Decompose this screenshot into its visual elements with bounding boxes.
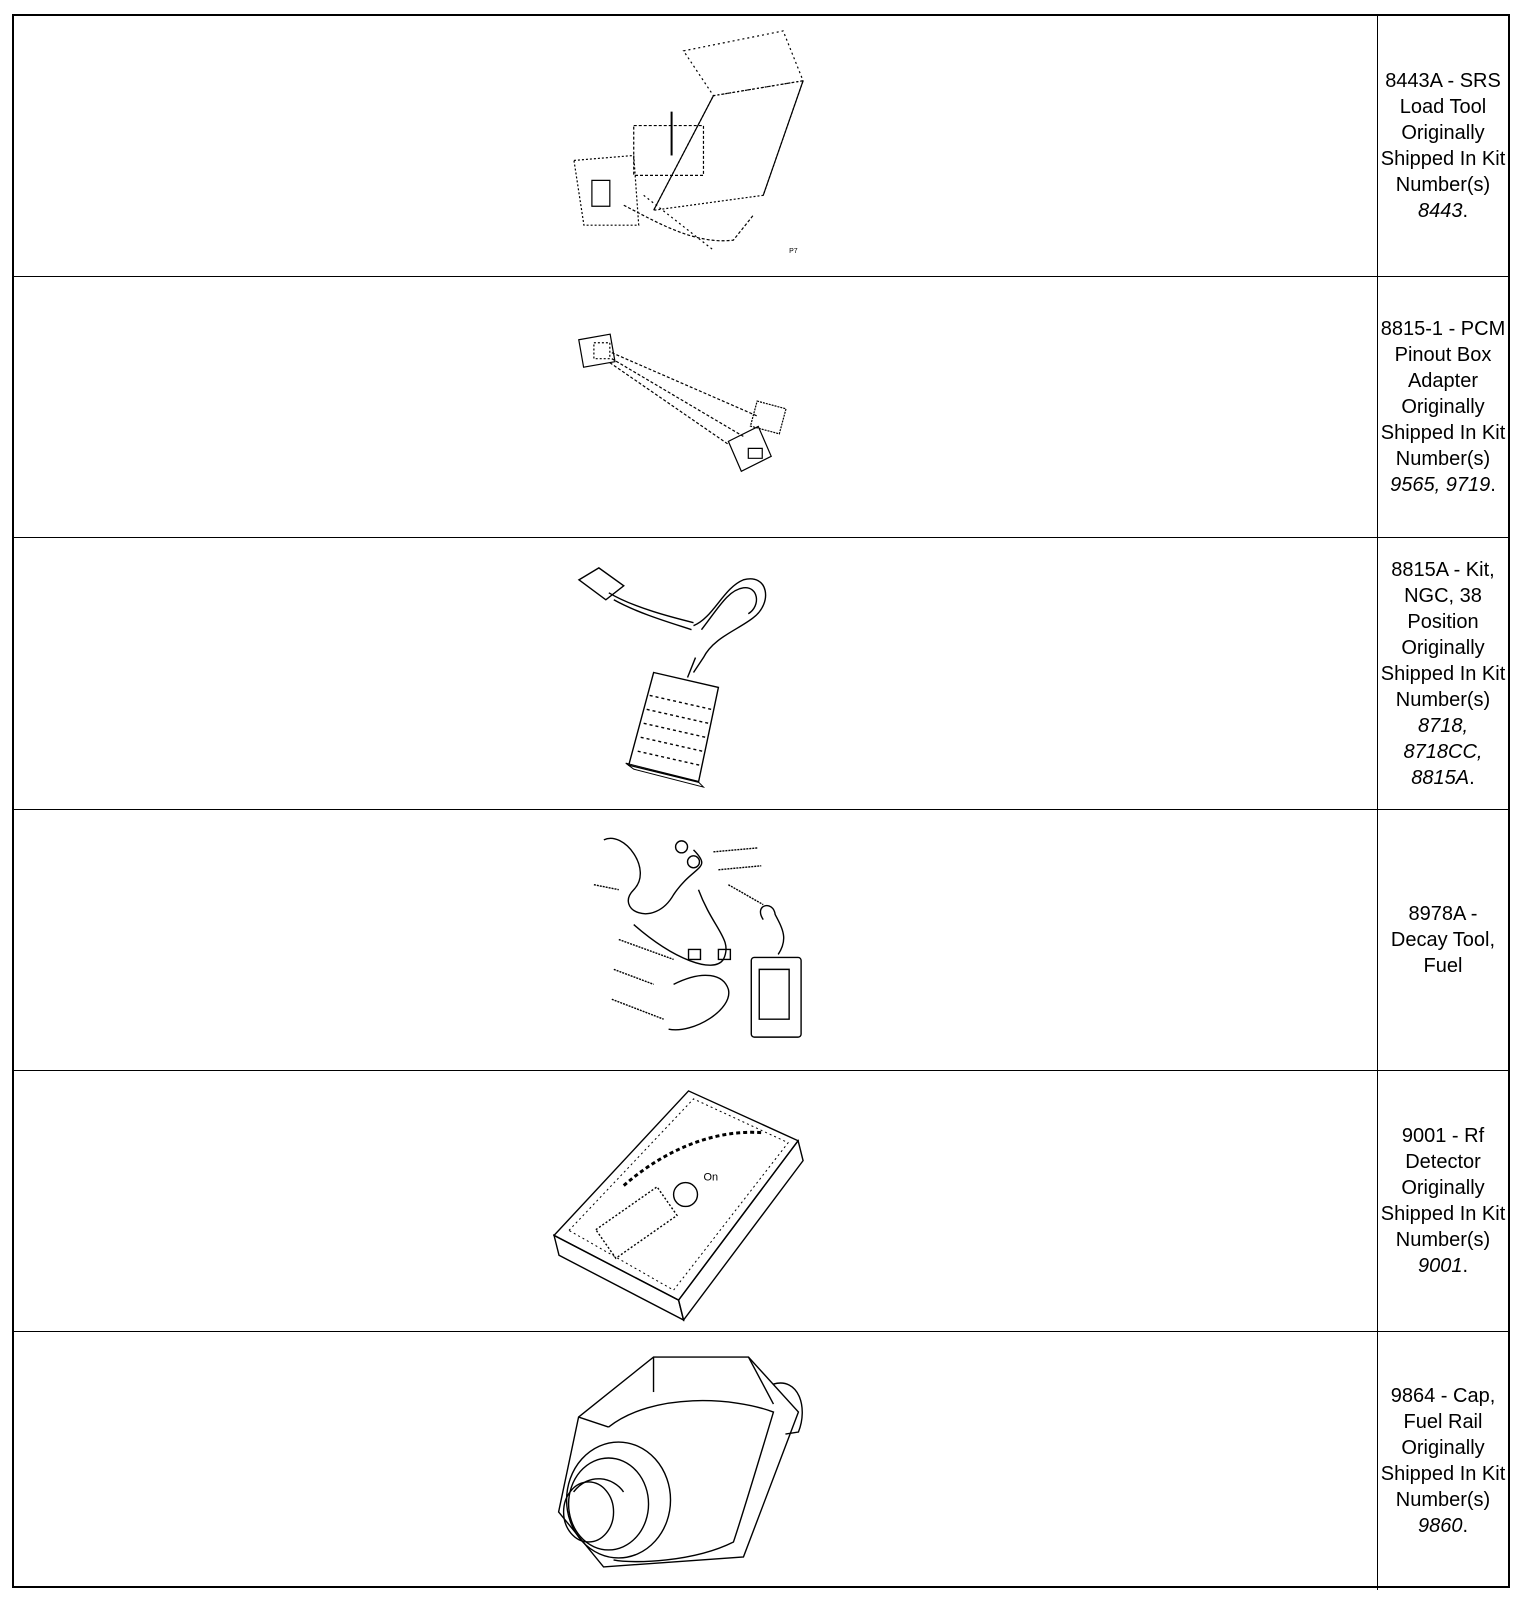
tool-kit-numbers: 9001 — [1417, 1255, 1463, 1277]
tool-kit-numbers: 9860 — [1417, 1515, 1463, 1537]
tool-description-cell: 8443A - SRS Load Tool Originally Shipped… — [1378, 16, 1508, 277]
tool-image-cell — [14, 1332, 1378, 1590]
special-tools-table: P7 8443A - SRS Load Tool Originally Ship… — [12, 14, 1510, 1590]
tool-kit-numbers: 8718, 8718CC, 8815A — [1403, 714, 1483, 789]
rf-detector-illustration: On — [14, 1071, 1377, 1331]
fuel-rail-cap-illustration — [14, 1332, 1377, 1590]
tool-kit-numbers: 9565, 9719 — [1390, 474, 1491, 496]
period: . — [1469, 766, 1475, 789]
tool-image-cell: On — [14, 1071, 1378, 1332]
tool-description: 8815-1 - PCM Pinout Box Adapter Original… — [1380, 318, 1506, 470]
svg-text:On: On — [703, 1172, 718, 1184]
tool-description: 8443A - SRS Load Tool Originally Shipped… — [1380, 70, 1506, 196]
period: . — [1462, 200, 1469, 222]
tool-description-cell: 8978A - Decay Tool, Fuel — [1378, 810, 1508, 1071]
tool-description-cell: 8815A - Kit, NGC, 38 Position Originally… — [1378, 538, 1508, 810]
tool-description: 9001 - Rf Detector Originally Shipped In… — [1380, 1125, 1506, 1251]
tool-description-cell: 8815-1 - PCM Pinout Box Adapter Original… — [1378, 277, 1508, 538]
period: . — [1490, 474, 1496, 496]
svg-text:P7: P7 — [789, 248, 798, 255]
tool-image-cell — [14, 277, 1378, 538]
tool-image-cell — [14, 810, 1378, 1071]
period: . — [1462, 1255, 1469, 1277]
tool-description: 8815A - Kit, NGC, 38 Position Originally… — [1380, 558, 1506, 711]
period: . — [1462, 1515, 1469, 1537]
tool-description: 8978A - Decay Tool, Fuel — [1390, 903, 1496, 977]
ngc-38-position-kit-illustration — [14, 538, 1377, 809]
fuel-decay-tool-illustration — [14, 810, 1377, 1070]
tool-description-cell: 9001 - Rf Detector Originally Shipped In… — [1378, 1071, 1508, 1332]
tool-image-cell: P7 — [14, 16, 1378, 277]
tool-kit-numbers: 8443 — [1417, 200, 1463, 222]
tool-image-cell — [14, 538, 1378, 810]
pcm-pinout-adapter-illustration — [14, 277, 1377, 537]
srs-load-tool-illustration: P7 — [14, 16, 1377, 255]
tool-description: 9864 - Cap, Fuel Rail Originally Shipped… — [1380, 1385, 1506, 1511]
tool-description-cell: 9864 - Cap, Fuel Rail Originally Shipped… — [1378, 1332, 1508, 1590]
